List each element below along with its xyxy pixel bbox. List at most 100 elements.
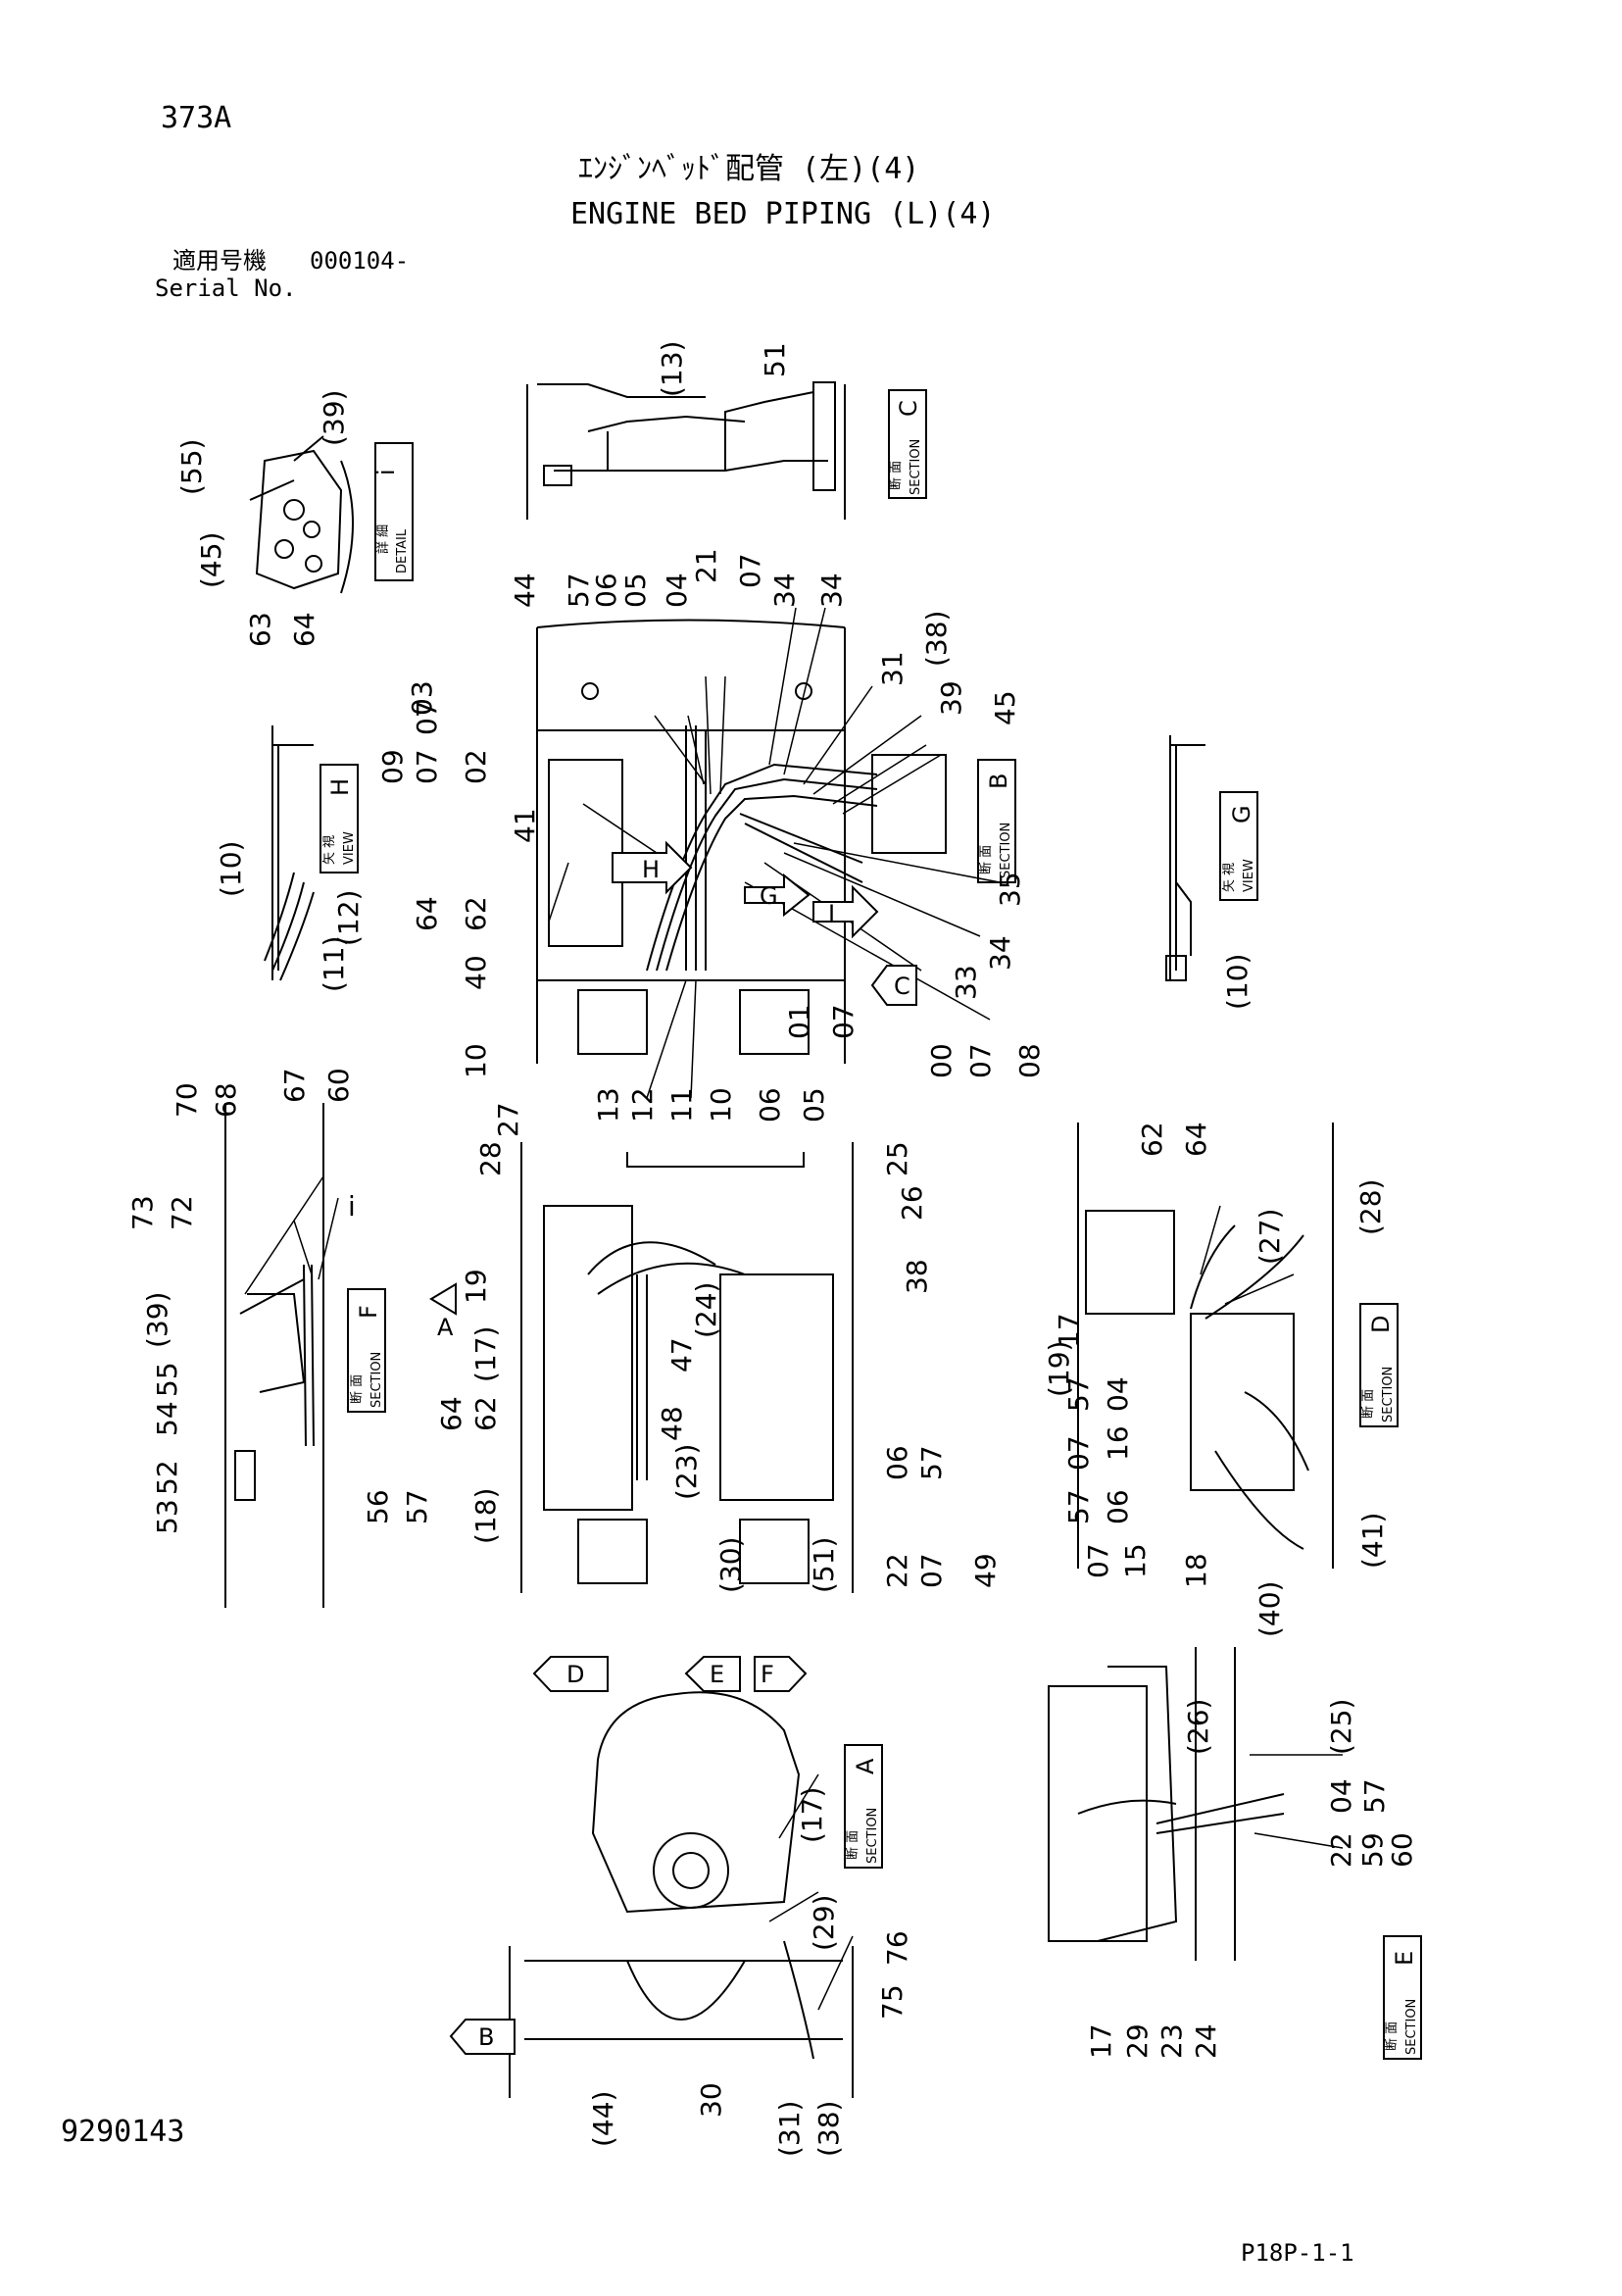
title-japanese: ｴﾝｼﾞﾝﾍﾞｯﾄﾞ配管 (左)(4): [578, 152, 920, 186]
section-c-box: [888, 389, 927, 499]
arrow-g-letter: G: [760, 882, 778, 910]
section-a-jp: 断 面: [846, 1830, 860, 1860]
section-e-jp: 断 面: [1385, 2021, 1400, 2051]
callout: 76: [881, 1930, 913, 1966]
callout: 64: [288, 612, 320, 647]
callout: 70: [171, 1082, 203, 1118]
section-f-en: SECTION: [369, 1352, 384, 1408]
section-c-jp: 断 面: [889, 461, 904, 490]
callout: 07: [1062, 1435, 1095, 1471]
section-e-en: SECTION: [1404, 1999, 1419, 2055]
callout: 34: [815, 573, 848, 608]
view-h-en: VIEW: [342, 831, 357, 865]
view-g-sketch: [1165, 735, 1205, 981]
view-g-box: [1219, 791, 1258, 901]
callout: 64: [411, 896, 443, 931]
callout: (44): [587, 2091, 619, 2147]
callout: (13): [656, 341, 688, 397]
callout: 00: [925, 1043, 958, 1078]
callout: 28: [474, 1141, 507, 1176]
view-h-jp: 矢 視: [322, 835, 337, 865]
callout: 02: [460, 749, 492, 784]
detail-i-box: [374, 442, 414, 581]
arrow-letters: H G I C A D E F B: [437, 856, 910, 2051]
section-b-box: [977, 759, 1016, 883]
section-f-labels: 70 68 67 60 73 72 i (39) 55 54 52 53 56 …: [126, 1068, 433, 1534]
arrow-d-letter: D: [566, 1661, 584, 1688]
callout: (38): [920, 611, 953, 667]
callout: 68: [210, 1082, 242, 1118]
section-c-letter: C: [895, 400, 922, 417]
callout: (23): [670, 1444, 703, 1500]
detail-i-en: DETAIL: [395, 528, 410, 574]
view-g-labels: (10): [1221, 954, 1253, 1010]
serial-value: 000104-: [310, 247, 410, 275]
section-b-letter: B: [985, 774, 1012, 789]
section-d-box: [1359, 1303, 1399, 1427]
callout: (18): [469, 1488, 502, 1544]
callout: 33: [950, 965, 982, 1000]
callout: 06: [590, 573, 622, 608]
callout: 07: [827, 1004, 860, 1039]
callout: 57: [915, 1445, 948, 1480]
arrow-c: [870, 965, 917, 1006]
callout: 54: [151, 1401, 183, 1436]
callout: 73: [126, 1195, 159, 1230]
callout: 07: [411, 749, 443, 784]
callout: (39): [318, 390, 350, 446]
callout: 62: [469, 1396, 502, 1431]
callout: 44: [509, 573, 541, 608]
section-d-sketch: [1077, 1123, 1334, 1569]
callout: 15: [1119, 1543, 1152, 1578]
callout: (25): [1325, 1699, 1357, 1755]
callout: (55): [175, 439, 208, 495]
section-b-jp: 断 面: [979, 845, 994, 874]
callout: 07: [915, 1553, 948, 1588]
view-g-jp: 矢 視: [1222, 863, 1237, 892]
serial-label-english: Serial No.: [155, 275, 297, 302]
callout: 12: [626, 1087, 659, 1123]
arrow-e: [684, 1656, 741, 1692]
callout: 34: [984, 935, 1016, 971]
arrow-c-letter: C: [894, 973, 910, 1000]
callout: (40): [1253, 1581, 1286, 1637]
view-g-letter: G: [1228, 805, 1255, 824]
callout: 72: [166, 1195, 198, 1230]
arrow-e-letter: E: [710, 1661, 724, 1688]
arrow-a: [429, 1282, 457, 1316]
section-a-sketch: [509, 1691, 854, 2098]
callout: 56: [362, 1489, 394, 1524]
callout: 07: [734, 553, 766, 588]
arrow-b: [449, 2019, 516, 2055]
callout: (10): [1221, 954, 1253, 1010]
section-e-labels: (26) (25) 04 57 22 59 60 17 29 23 24: [1085, 1699, 1418, 2059]
view-arrows: [429, 840, 917, 2055]
main-bottom-view-frame: [520, 1142, 854, 1593]
callout: i: [348, 1190, 356, 1223]
section-e-box: [1383, 1935, 1422, 2060]
callout: (17): [796, 1787, 828, 1843]
callout: 26: [896, 1185, 928, 1221]
callout: 53: [151, 1499, 183, 1534]
callout: 57: [401, 1489, 433, 1524]
main-top-labels: 44 57 06 05 04 21 07 34 34 31 (38) 39 45…: [376, 548, 1046, 1123]
callout: 49: [969, 1553, 1002, 1588]
callout: (12): [332, 890, 365, 946]
callout: 45: [989, 690, 1021, 725]
callout: 51: [759, 342, 791, 377]
box-text: i 詳 細 DETAIL C 断 面 SECTION H 矢 視 VIEW G …: [322, 400, 1419, 2055]
callout: 08: [1013, 1043, 1046, 1078]
callout: 55: [151, 1362, 183, 1397]
main-bottom-labels: 28 27 25 26 38 19 (17) 64 62 47 (24) 48 …: [435, 1102, 1002, 1593]
callout: (30): [714, 1537, 747, 1593]
arrow-i-letter: I: [828, 900, 835, 927]
arrow-i: [812, 884, 879, 939]
callout: (28): [1354, 1179, 1387, 1235]
callout: (51): [808, 1537, 840, 1593]
callout: 23: [1155, 2023, 1188, 2059]
callout: 57: [1062, 1489, 1095, 1524]
callout: 57: [563, 573, 595, 608]
callout: (27): [1253, 1209, 1286, 1265]
callout: (26): [1182, 1699, 1214, 1755]
